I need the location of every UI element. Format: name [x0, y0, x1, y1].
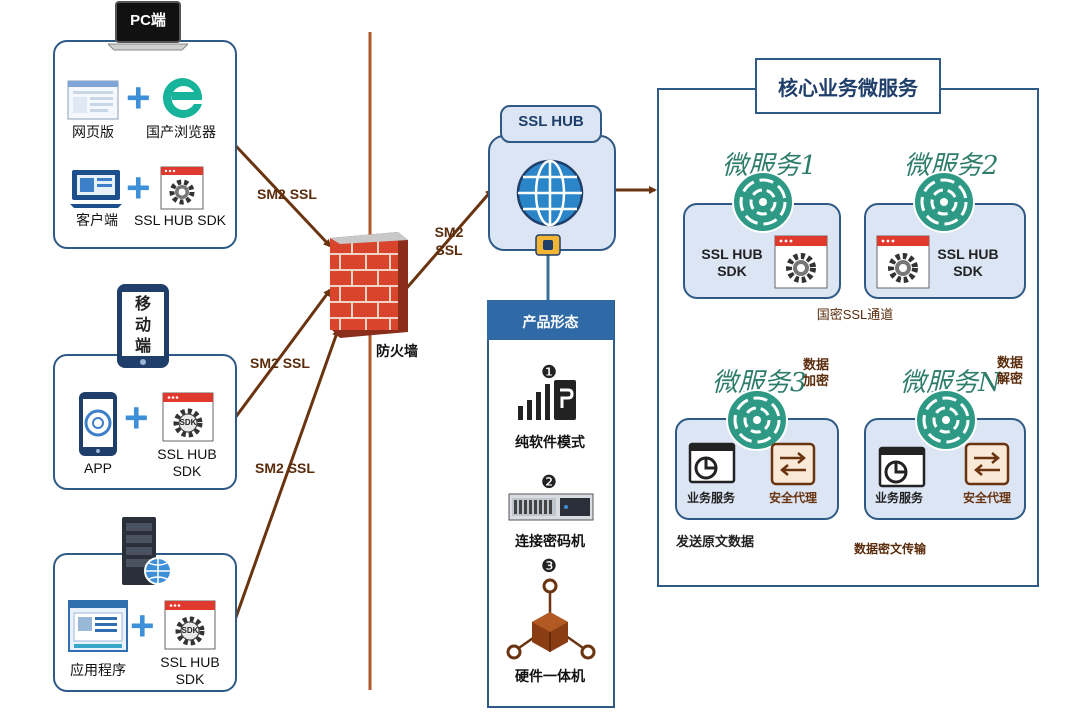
firewall-label: 防火墙 [376, 343, 418, 359]
msn-proxy-label: 安全代理 [962, 491, 1011, 505]
plus-icon: + [126, 164, 151, 211]
laptop-icon [108, 1, 188, 51]
pc-sdk-label: SSL HUB SDK [133, 212, 227, 228]
pc-ssl-label: SM2 SSL [257, 186, 317, 202]
firewall-hub-line [403, 188, 494, 291]
microservice-swirl-icon [913, 171, 975, 233]
browser-label: 国产浏览器 [146, 124, 216, 140]
plus-icon: + [130, 602, 155, 649]
server-link-line [233, 328, 340, 621]
pc-panel [53, 40, 237, 249]
server-sdk-label: SSL HUB SDK [160, 654, 220, 687]
product-num-2: ❷ [540, 472, 558, 492]
sdk-window-icon [164, 600, 216, 650]
ms1-sdk-label: SSL HUB SDK [701, 246, 763, 279]
app-label: APP [83, 460, 112, 476]
product-num-3: ❸ [540, 556, 558, 576]
pc-link-line [233, 143, 332, 248]
microservice-swirl-icon [726, 389, 788, 451]
firewall-hub-ssl-label: SM2 SSL [434, 224, 464, 258]
core-title-box [755, 58, 941, 114]
globe-icon [516, 159, 584, 227]
browser-e-icon [162, 77, 203, 118]
product-num-1: ❶ [540, 362, 558, 382]
security-proxy-icon [770, 442, 816, 486]
client-monitor-icon [70, 170, 122, 208]
product-label-1: 纯软件模式 [515, 434, 585, 450]
server-ssl-label: SM2 SSL [255, 460, 315, 476]
hub-port-icon [535, 234, 561, 256]
phone-icon [117, 284, 169, 368]
core-title: 核心业务微服务 [778, 78, 918, 100]
crypto-machine-icon [508, 493, 594, 521]
mobile-link-line [233, 288, 332, 419]
microservice-swirl-icon [915, 389, 977, 451]
business-service-icon [878, 446, 926, 488]
product-title: 产品形态 [522, 314, 579, 330]
business-service-icon [688, 442, 736, 484]
product-label-2: 连接密码机 [515, 533, 585, 549]
sdk-window-icon [774, 235, 828, 289]
server-icon [122, 517, 172, 585]
web-version-label: 网页版 [72, 124, 114, 140]
security-proxy-icon [964, 442, 1010, 486]
sdk-window-icon [160, 166, 204, 210]
ssl-hub-title-box [500, 105, 602, 143]
ms3-proxy-label: 安全代理 [768, 491, 817, 505]
firewall-icon [330, 232, 408, 338]
msn-decrypt-note: 数据解密 [996, 355, 1023, 386]
product-label-3: 硬件一体机 [515, 668, 585, 684]
app-phone-icon [79, 392, 117, 456]
app-program-label: 应用程序 [70, 662, 126, 678]
webpage-icon [67, 80, 119, 120]
software-bars-icon [518, 380, 576, 420]
sdk-window-icon [876, 235, 930, 289]
sdk-badge: SDK [181, 626, 199, 635]
product-header [487, 300, 614, 340]
send-plain-label: 发送原文数据 [676, 534, 755, 549]
plus-icon: + [126, 74, 151, 121]
pc-device-label: PC端 [130, 12, 166, 29]
ms3-business-label: 业务服务 [686, 491, 735, 505]
hardware-box-icon [506, 578, 596, 660]
ssl-hub-title: SSL HUB [518, 113, 584, 130]
ms3-encrypt-note: 数据加密 [802, 357, 829, 388]
mobile-device-label: 移动端 [134, 296, 151, 355]
application-window-icon [68, 600, 128, 652]
client-label: 客户端 [76, 212, 118, 228]
microservice-swirl-icon [732, 171, 794, 233]
mobile-sdk-label: SSL HUB SDK [157, 446, 217, 479]
msn-business-label: 业务服务 [874, 491, 923, 505]
sdk-window-icon [162, 392, 214, 442]
channel-label: 国密SSL通道 [809, 304, 901, 323]
ms2-sdk-label: SSL HUB SDK [937, 246, 999, 279]
sdk-badge: SDK [179, 418, 197, 427]
plus-icon: + [124, 394, 149, 441]
mobile-ssl-label: SM2 SSL [250, 355, 310, 371]
cipher-transfer-label: 数据密文传输 [848, 540, 932, 557]
